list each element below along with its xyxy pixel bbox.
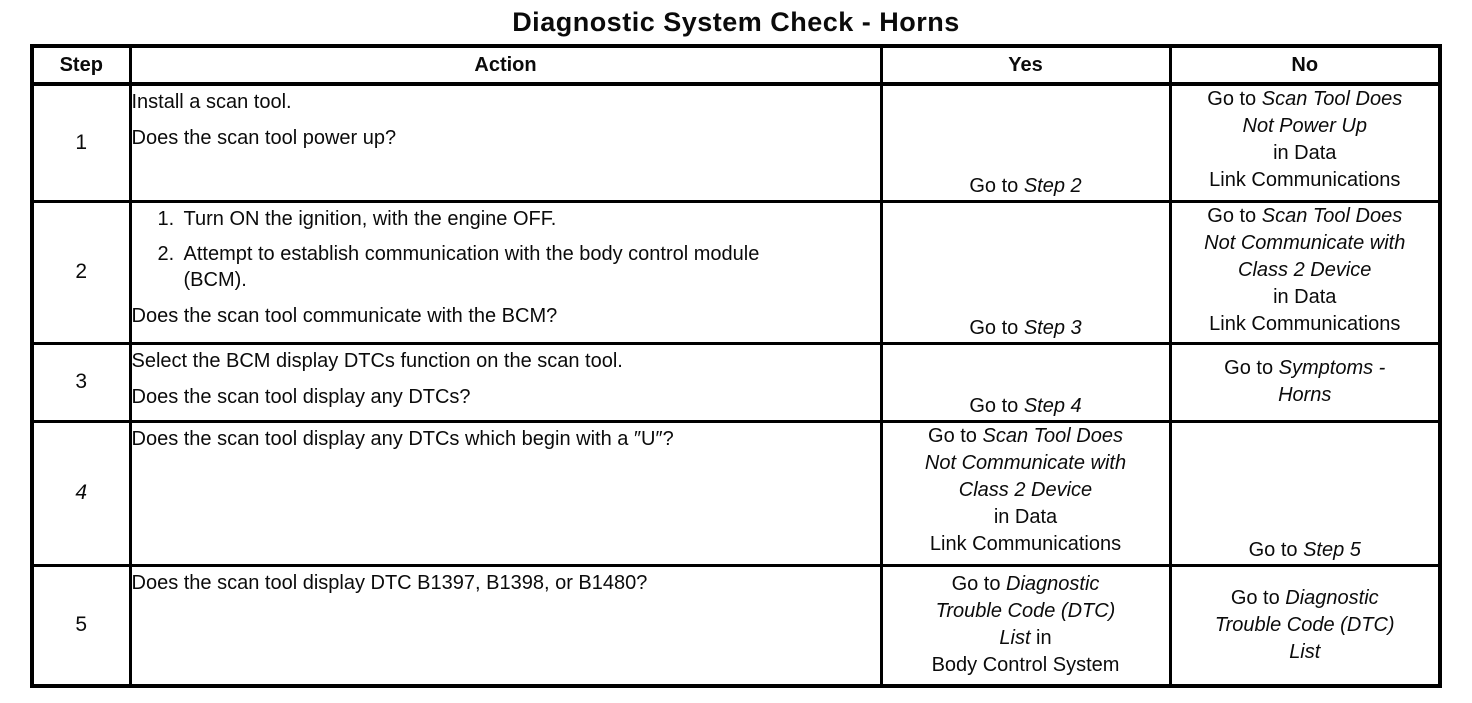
action-list-item: 2.Attempt to establish communication wit… — [157, 242, 760, 291]
step-number: 3 — [30, 341, 132, 423]
yes-cell: Go to Step 3 — [879, 199, 1172, 345]
action-text: Does the scan tool display any DTCs? — [131, 385, 471, 408]
action-question: Does the scan tool communicate with the … — [131, 304, 558, 327]
action-text: Select the BCM display DTCs function on … — [131, 349, 623, 372]
yes-cell: Go to Step 4 — [879, 341, 1172, 423]
table-row: 1 Install a scan tool. Does the scan tool… — [30, 82, 1442, 203]
table-row: 2 1.Turn ON the ignition, with the engin… — [30, 199, 1442, 345]
step-number: 1 — [30, 82, 132, 203]
table-row: 5 Does the scan tool display DTC B1397, … — [30, 563, 1442, 688]
action-text: Does the scan tool display any DTCs whic… — [131, 427, 674, 450]
action-text: Install a scan tool. — [131, 91, 292, 113]
step-number: 5 — [30, 563, 132, 688]
table-row: 4 Does the scan tool display any DTCs wh… — [30, 419, 1442, 567]
action-text: Does the scan tool display DTC B1397, B1… — [131, 571, 648, 594]
header-action: Action — [128, 44, 883, 86]
header-no: No — [1168, 44, 1442, 86]
step-number: 2 — [30, 199, 132, 345]
action-cell: Does the scan tool display DTC B1397, B1… — [128, 563, 883, 688]
action-cell: Select the BCM display DTCs function on … — [128, 341, 883, 423]
step-number: 4 — [30, 419, 132, 567]
action-cell: Does the scan tool display any DTCs whic… — [128, 419, 883, 567]
action-list-item: 1.Turn ON the ignition, with the engine … — [157, 207, 557, 230]
action-cell: 1.Turn ON the ignition, with the engine … — [128, 199, 883, 345]
action-cell: Install a scan tool. Does the scan tool p… — [128, 82, 883, 203]
header-step: Step — [30, 44, 132, 86]
header-yes: Yes — [879, 44, 1172, 86]
action-text: Does the scan tool power up? — [131, 127, 397, 149]
table-row: 3 Select the BCM display DTCs function o… — [30, 341, 1442, 423]
header-row: Step Action Yes No — [30, 44, 1442, 86]
no-cell: Go to Symptoms -Horns — [1168, 341, 1442, 423]
yes-cell: Go to Step 2 — [879, 82, 1172, 203]
page-title: Diagnostic System Check - Horns — [512, 7, 960, 37]
no-cell: Go to Step 5 — [1168, 419, 1442, 567]
diagnostic-table: Step Action Yes No 1 Install a scan tool… — [30, 44, 1442, 688]
